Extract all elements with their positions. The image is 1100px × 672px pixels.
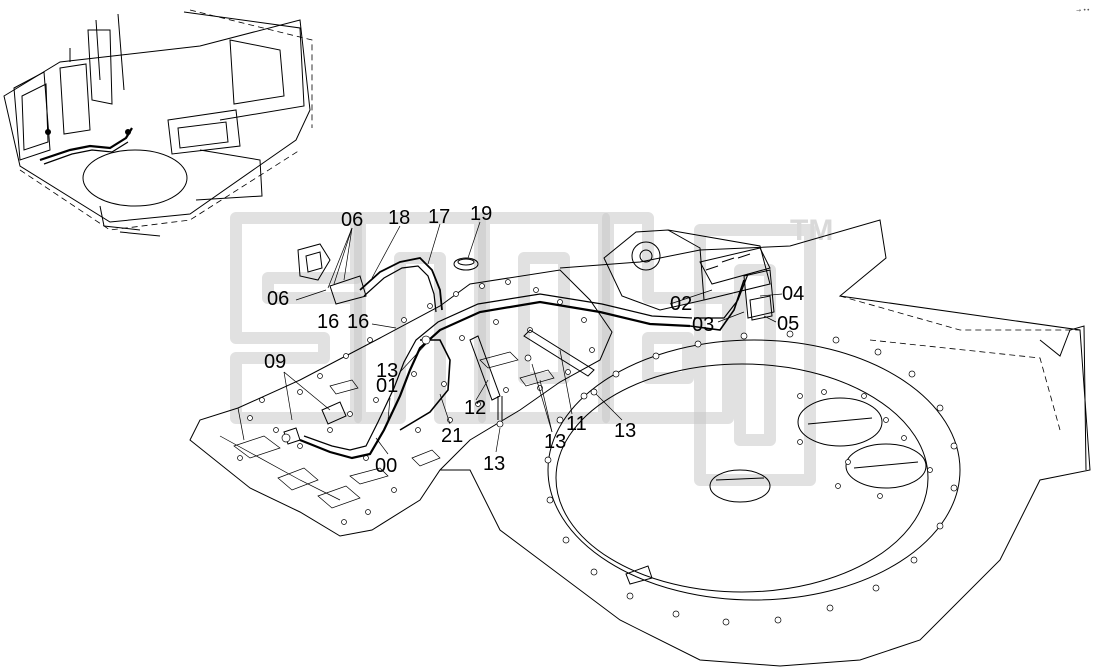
upper-frame (440, 219, 1091, 667)
leader-lines (283, 221, 783, 455)
callout-06: 06 (341, 209, 363, 231)
callout-19: 19 (470, 203, 492, 225)
callout-03: 03 (692, 314, 714, 336)
callout-06-lower: 06 (267, 288, 289, 310)
callout-17: 17 (428, 206, 450, 228)
trademark-symbol: TM (790, 214, 833, 247)
callout-13-left: 13 (376, 360, 398, 382)
callout-12: 12 (464, 397, 486, 419)
swing-ring-bolts (544, 330, 958, 626)
callout-13-center: 13 (544, 431, 566, 453)
callout-09: 09 (264, 351, 286, 373)
corner-mark: → •• (1076, 7, 1090, 14)
callout-13-bottom: 13 (483, 453, 505, 475)
callout-11: 11 (566, 413, 587, 435)
callout-04: 04 (782, 283, 804, 305)
callout-18: 18 (388, 207, 410, 229)
callout-labels: 06 18 17 19 06 16 16 09 01 13 12 21 00 1… (264, 203, 804, 477)
inset-cab-view (3, 9, 313, 237)
callout-21: 21 (441, 425, 463, 447)
callout-13-right: 13 (614, 420, 636, 442)
callout-01: 01 (376, 375, 398, 397)
callout-02: 02 (670, 293, 692, 315)
floor-plate (189, 269, 613, 537)
callout-16-right: 16 (347, 311, 369, 333)
callout-05: 05 (777, 313, 799, 335)
hose-assembly (281, 243, 775, 460)
callout-00: 00 (375, 455, 397, 477)
callout-16: 16 (317, 311, 339, 333)
